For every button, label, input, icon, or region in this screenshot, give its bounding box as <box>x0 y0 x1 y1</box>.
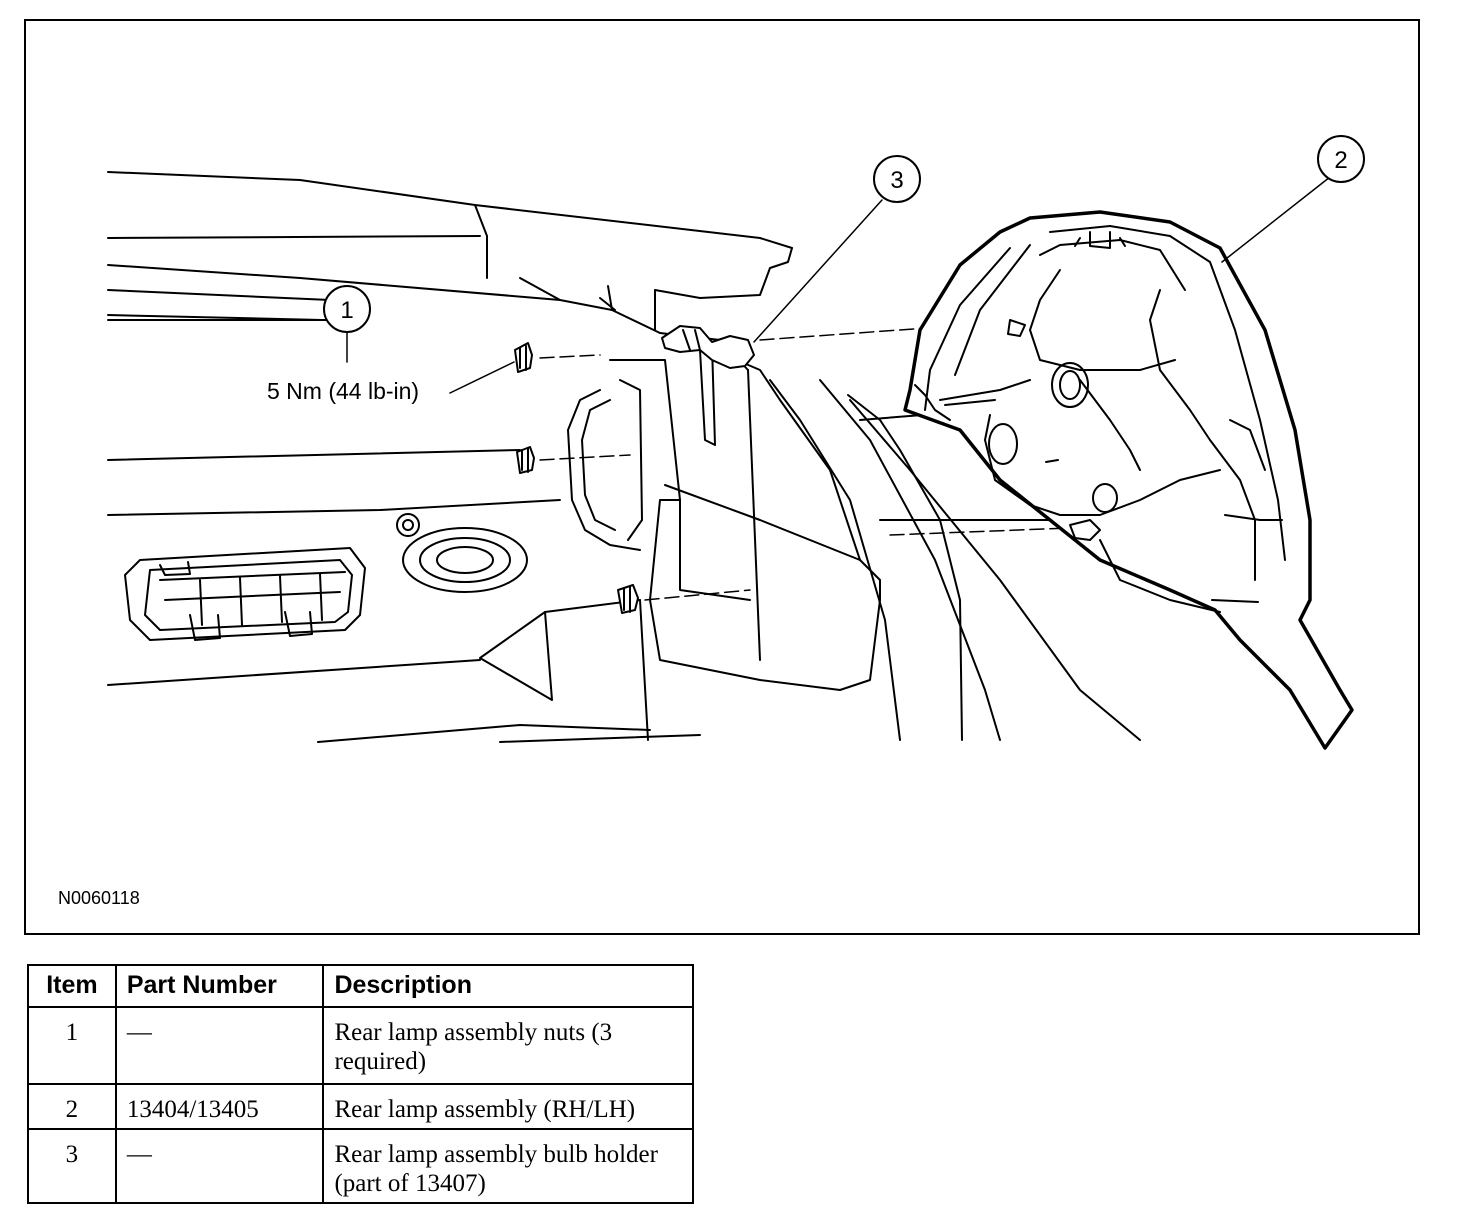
header-description: Description <box>322 964 694 1008</box>
cell-item: 3 <box>27 1128 117 1204</box>
callout-circle-3 <box>873 155 921 203</box>
header-item: Item <box>27 964 117 1008</box>
cell-description: Rear lamp assembly (RH/LH) <box>322 1083 694 1130</box>
cell-item: 2 <box>27 1083 117 1130</box>
callout-circle-1 <box>323 285 371 333</box>
table-row: 1 — Rear lamp assembly nuts (3 required) <box>27 1006 694 1085</box>
callout-2-label: 2 <box>1334 147 1347 174</box>
cell-description: Rear lamp assembly nuts (3 required) <box>322 1006 694 1085</box>
cell-part-number: — <box>114 1006 325 1085</box>
callout-circle-2 <box>1317 135 1365 183</box>
callout-1-label: 1 <box>340 297 353 324</box>
cell-item: 1 <box>27 1006 117 1085</box>
header-part-number: Part Number <box>114 964 325 1008</box>
body-panel-lines <box>107 171 1141 743</box>
nut-middle <box>516 446 535 474</box>
cell-part-number: 13404/13405 <box>114 1083 325 1130</box>
nut-top <box>514 342 533 373</box>
cell-part-number: — <box>114 1128 325 1204</box>
parts-table: Item Part Number Description 1 — Rear la… <box>27 964 694 1204</box>
cell-description: Rear lamp assembly bulb holder (part of … <box>322 1128 694 1204</box>
table-header-row: Item Part Number Description <box>27 964 694 1008</box>
nut-bottom <box>617 584 639 614</box>
rear-lamp-assembly <box>903 210 1354 750</box>
table-row: 2 13404/13405 Rear lamp assembly (RH/LH) <box>27 1083 694 1130</box>
table-row: 3 — Rear lamp assembly bulb holder (part… <box>27 1128 694 1204</box>
callout-3-label: 3 <box>890 167 903 194</box>
bulb-holder <box>661 325 755 369</box>
callout-leaders <box>346 176 1331 394</box>
torque-label: 5 Nm (44 lb-in) <box>267 378 419 404</box>
figure-frame <box>24 19 1420 935</box>
figure-id: N0060118 <box>58 888 140 908</box>
